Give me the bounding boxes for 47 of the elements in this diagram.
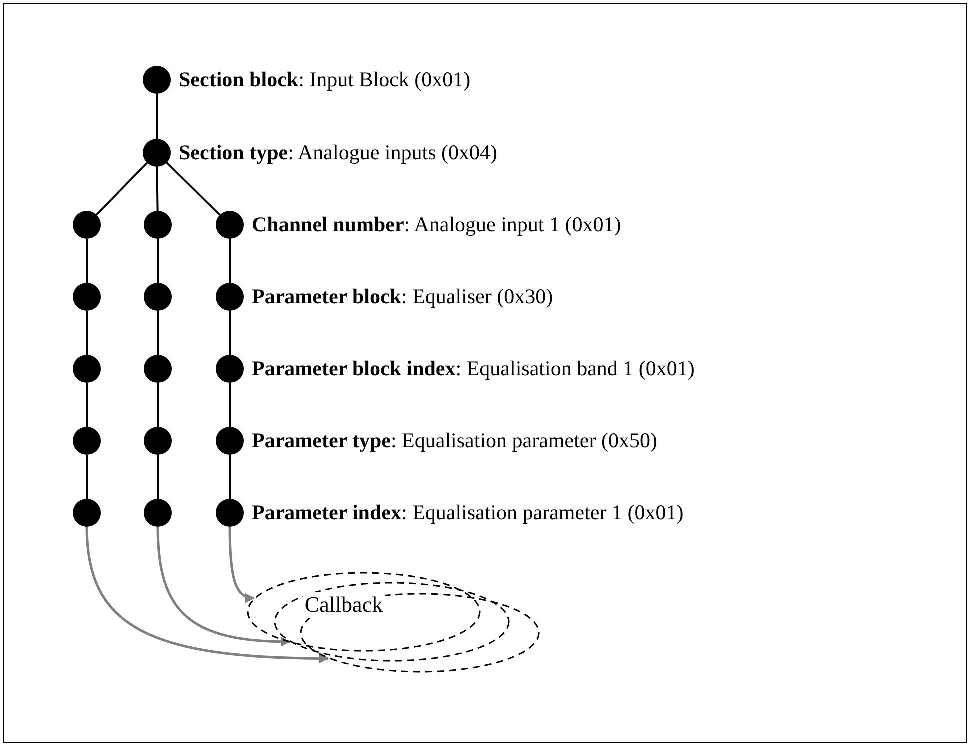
connector-line xyxy=(96,162,148,216)
node-description: Parameter index: Equalisation parameter 1 (0x01) xyxy=(252,500,684,526)
filled-dot xyxy=(73,499,101,527)
filled-dot xyxy=(144,427,172,455)
node-description: Parameter block index: Equalisation band 1 (0x01) xyxy=(252,356,695,382)
arrow xyxy=(228,526,256,602)
filled-dot xyxy=(216,355,244,383)
ellipse-label: Callback xyxy=(302,592,386,618)
filled-dot xyxy=(144,355,172,383)
node-description: Section block: Input Block (0x01) xyxy=(179,68,471,92)
connector-line xyxy=(229,311,231,355)
filled-dot xyxy=(216,427,244,455)
filled-dot xyxy=(73,427,101,455)
connector-line xyxy=(229,239,231,283)
connector-line xyxy=(86,311,88,355)
connector-line xyxy=(86,239,88,283)
dashed-ellipse xyxy=(274,582,510,662)
node-description: Parameter type: Equalisation parameter (0x50) xyxy=(252,428,658,454)
filled-dot xyxy=(144,283,172,311)
dashed-ellipse xyxy=(300,593,540,673)
filled-dot xyxy=(144,211,172,239)
node-description: Parameter block: Equaliser (0x30) xyxy=(252,284,554,310)
connector-line xyxy=(86,383,88,427)
filled-dot xyxy=(143,66,171,94)
connector-line xyxy=(157,239,159,283)
filled-dot xyxy=(143,139,171,167)
filled-dot xyxy=(144,499,172,527)
connector-line xyxy=(157,383,159,427)
dashed-ellipse xyxy=(247,572,481,652)
arrow xyxy=(86,526,330,664)
node-description: Channel number: Analogue input 1 (0x01) xyxy=(252,212,622,238)
filled-dot xyxy=(216,499,244,527)
connector-line xyxy=(229,455,231,499)
filled-dot xyxy=(73,211,101,239)
connector-line xyxy=(156,94,158,139)
connector-line xyxy=(86,455,88,499)
arrow xyxy=(156,526,291,647)
node-description: Section type: Analogue inputs (0x04) xyxy=(179,140,498,166)
connector-line xyxy=(156,166,159,212)
connector-line xyxy=(166,162,221,216)
filled-dot xyxy=(216,283,244,311)
connector-line xyxy=(157,311,159,355)
filled-dot xyxy=(73,283,101,311)
filled-dot xyxy=(73,355,101,383)
connector-line xyxy=(157,455,159,499)
connector-line xyxy=(229,383,231,427)
filled-dot xyxy=(216,211,244,239)
